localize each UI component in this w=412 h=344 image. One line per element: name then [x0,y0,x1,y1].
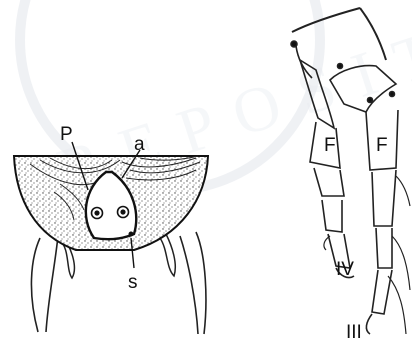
top-seta-1 [292,8,360,32]
label-f-left: F [324,135,336,156]
label-a: a [134,134,145,155]
label-leg-iii: III [346,322,362,343]
label-s: s [128,272,138,293]
left-lower-appendage [31,236,58,332]
label-p: P [60,124,73,145]
right-lower-appendage [180,232,206,334]
right-claw [160,234,175,276]
label-leg-iv: IV [336,259,354,280]
genital-plate-diagram: P a s [14,124,208,334]
label-f-right: F [376,135,388,156]
seta-s-marker [129,232,134,237]
